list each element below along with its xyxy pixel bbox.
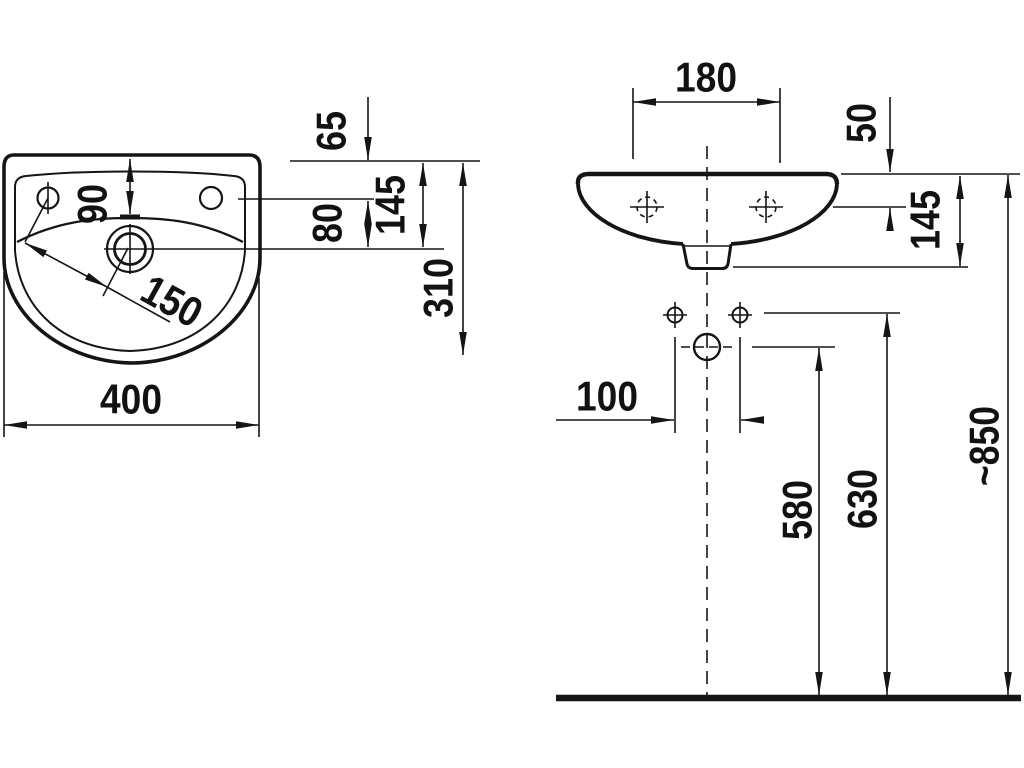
dim-label-145-front: 145: [902, 190, 949, 250]
dim-label-630: 630: [839, 469, 886, 529]
dim-label-100: 100: [576, 373, 638, 420]
dim-150-extension: [106, 286, 171, 323]
front-right-curve: [730, 183, 839, 246]
front-left-curve: [576, 183, 684, 246]
dim-label-145-top: 145: [367, 175, 414, 235]
dim-label-580: 580: [774, 480, 821, 540]
dim-label-400: 400: [100, 376, 162, 423]
dim-label-50: 50: [838, 103, 885, 143]
basin-inner-rim: [14, 170, 246, 353]
dim-150-ext-hole: [24, 197, 49, 243]
drain-pipe-hole: [692, 332, 722, 362]
top-view: 90 150 400 65 80 145 310: [2, 97, 480, 437]
dim-label-90: 90: [69, 184, 116, 224]
right-tap-hole: [198, 185, 224, 211]
supply-hole-right: [728, 302, 752, 328]
front-view: 180 50 145 100 580 630 ~850: [556, 54, 1021, 702]
drain-trap-outlet: [681, 243, 733, 270]
dim-label-150: 150: [133, 265, 210, 336]
dim-label-65: 65: [308, 111, 355, 151]
dim-label-80: 80: [304, 203, 351, 243]
dim-label-180: 180: [675, 54, 737, 101]
dim-label-850: ~850: [961, 406, 1008, 486]
basin-outer-outline: [2, 153, 262, 365]
dim-label-310: 310: [415, 258, 462, 318]
supply-hole-left: [663, 302, 687, 328]
fixing-hole-left: [630, 191, 664, 223]
dim-line-150: [24, 242, 108, 288]
fixing-hole-right: [749, 191, 783, 223]
